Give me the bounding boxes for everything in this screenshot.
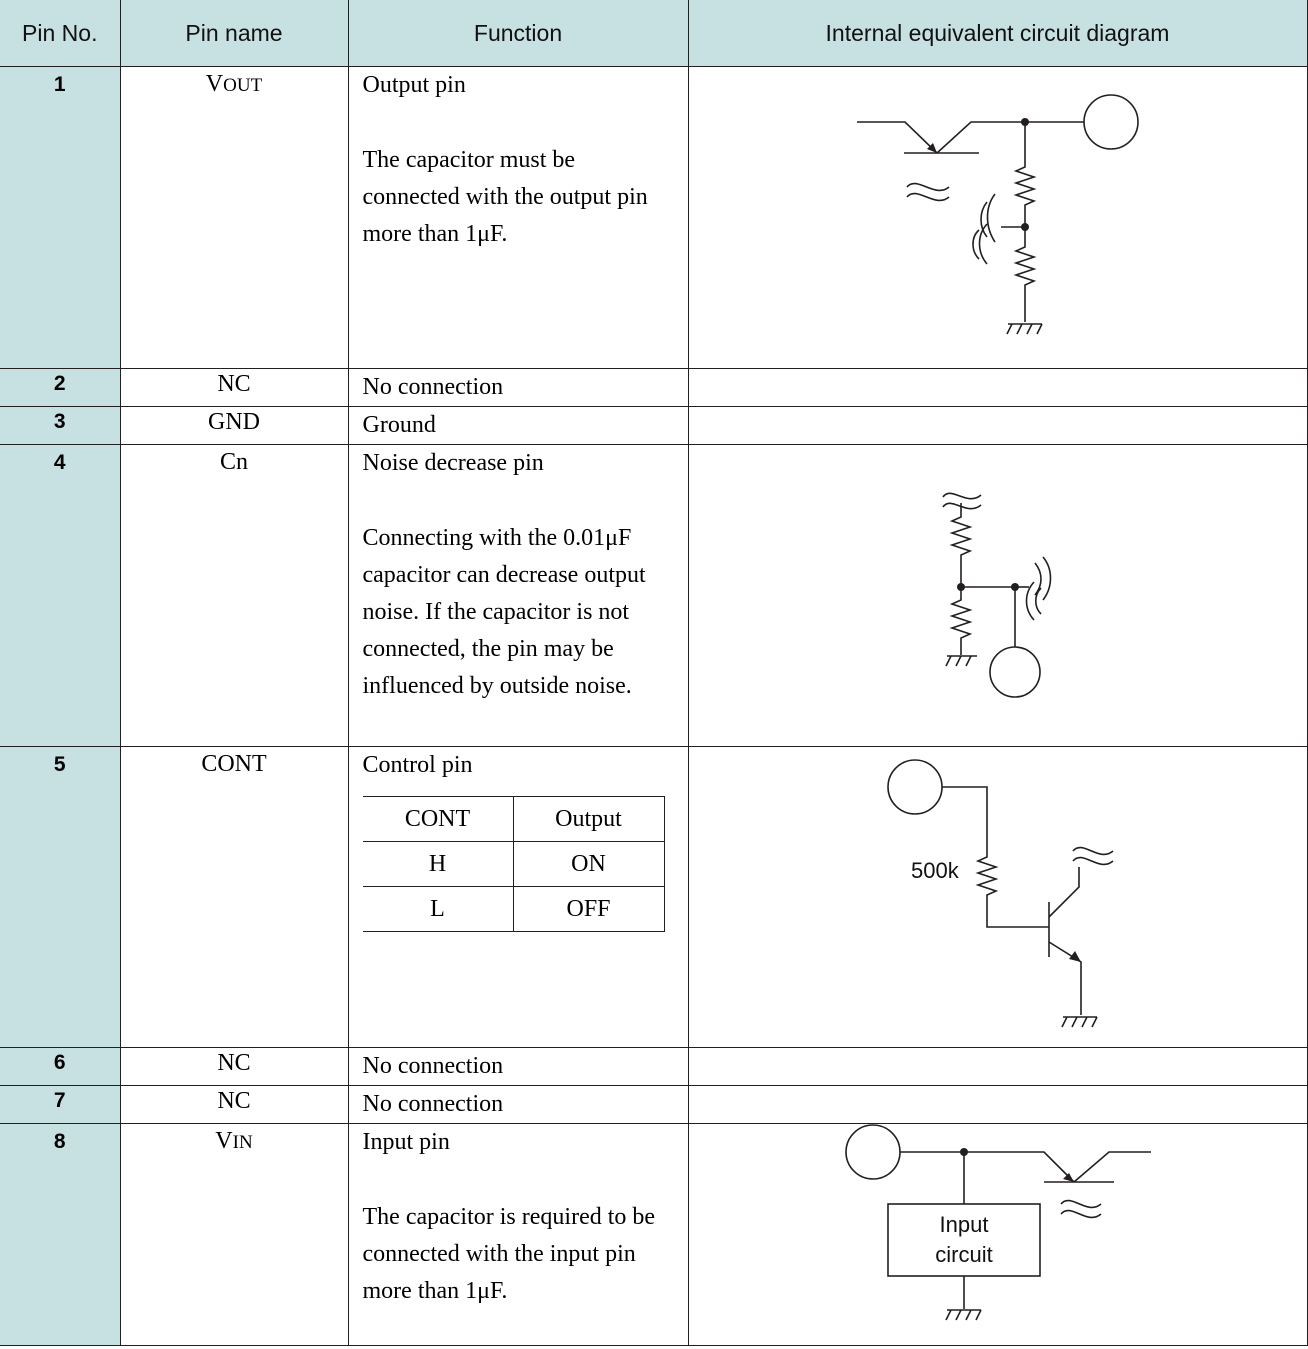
pin-function: Output pin The capacitor must be connect…	[347, 66, 689, 369]
circuit-cell	[687, 444, 1308, 747]
table-row: 5 CONT Control pin CONT Output H ON L OF…	[0, 746, 1308, 1048]
pin-name: NC	[119, 1085, 349, 1124]
table-row: 7 NC No connection	[0, 1085, 1308, 1124]
pin-number: 4	[0, 444, 121, 747]
pin-function: Noise decrease pin Connecting with the 0…	[347, 444, 689, 747]
function-title: Input pin	[362, 1129, 450, 1155]
function-title: No connection	[362, 1091, 504, 1117]
pin-function: Control pin CONT Output H ON L OFF	[347, 746, 689, 1048]
function-title: Ground	[362, 412, 436, 438]
pin-name: GND	[119, 406, 349, 445]
truth-table-row: L OFF	[362, 886, 665, 932]
table-row: 4 Cn Noise decrease pin Connecting with …	[0, 444, 1308, 747]
function-description: The capacitor is required to be connecte…	[362, 1204, 656, 1304]
pin-number: 6	[0, 1047, 121, 1086]
function-title: Noise decrease pin	[362, 450, 544, 476]
pin-name-sub: OUT	[223, 75, 263, 96]
pin-name: CONT	[119, 746, 349, 1048]
resistor-label: 500k	[911, 858, 960, 883]
header-function: Function	[347, 0, 689, 67]
cont-circuit-diagram: 500k	[886, 759, 1114, 1028]
header-circuit-diagram: Internal equivalent circuit diagram	[687, 0, 1308, 67]
circuit-cell: 500k	[687, 746, 1308, 1048]
circuit-cell	[687, 368, 1308, 407]
pin-function: No connection	[347, 1085, 689, 1124]
function-title: Control pin	[362, 752, 473, 778]
header-pin-name: Pin name	[119, 0, 349, 67]
pin-name: VIN	[119, 1123, 349, 1346]
pin-number: 7	[0, 1085, 121, 1124]
pin-name: NC	[119, 1047, 349, 1086]
header-pin-no: Pin No.	[0, 0, 121, 67]
truth-table-cell: ON	[512, 841, 665, 887]
table-row: 3 GND Ground	[0, 406, 1308, 445]
block-label-1: Input	[939, 1212, 988, 1237]
pin-name: VOUT	[119, 66, 349, 369]
truth-table-header-output: Output	[512, 796, 665, 842]
table-row: 2 NC No connection	[0, 368, 1308, 407]
circuit-cell	[687, 1047, 1308, 1086]
pin-name-sub: IN	[232, 1132, 253, 1153]
vin-circuit-diagram: Input circuit	[844, 1124, 1151, 1321]
pin-name: NC	[119, 368, 349, 407]
block-label-2: circuit	[935, 1242, 992, 1267]
truth-table-cell: L	[362, 886, 514, 932]
table-header-row: Pin No. Pin name Function Internal equiv…	[0, 0, 1308, 67]
truth-table-cell: H	[362, 841, 514, 887]
vout-circuit-diagram	[856, 94, 1139, 335]
pin-number: 8	[0, 1123, 121, 1346]
pin-name-main: V	[215, 1128, 233, 1154]
pin-function: Ground	[347, 406, 689, 445]
function-description: Connecting with the 0.01μF capacitor can…	[362, 525, 646, 699]
pin-function: No connection	[347, 1047, 689, 1086]
table-row: 6 NC No connection	[0, 1047, 1308, 1086]
pin-name-main: V	[205, 71, 224, 97]
pin-number: 2	[0, 368, 121, 407]
pin-function: Input pin The capacitor is required to b…	[347, 1123, 689, 1346]
pin-number: 1	[0, 66, 121, 369]
table-row: 8 VIN Input pin The capacitor is require…	[0, 1123, 1308, 1346]
circuit-cell	[687, 406, 1308, 445]
pin-function: No connection	[347, 368, 689, 407]
circuit-cell: Input circuit	[687, 1123, 1308, 1346]
cn-circuit-diagram	[941, 492, 1051, 698]
circuit-cell	[687, 1085, 1308, 1124]
truth-table-header-cont: CONT	[362, 796, 514, 842]
truth-table-cell: OFF	[512, 886, 665, 932]
pin-number: 5	[0, 746, 121, 1048]
function-title: No connection	[362, 1053, 504, 1079]
truth-table-row: H ON	[362, 841, 665, 887]
control-truth-table: CONT Output H ON L OFF	[362, 796, 665, 932]
function-title: No connection	[362, 374, 504, 400]
table-row: 1 VOUT Output pin The capacitor must be …	[0, 66, 1308, 369]
circuit-cell	[687, 66, 1308, 369]
pin-number: 3	[0, 406, 121, 445]
pin-name: Cn	[119, 444, 349, 747]
function-description: The capacitor must be connected with the…	[362, 147, 648, 247]
truth-table-header: CONT Output	[362, 796, 665, 842]
function-title: Output pin	[362, 72, 466, 98]
